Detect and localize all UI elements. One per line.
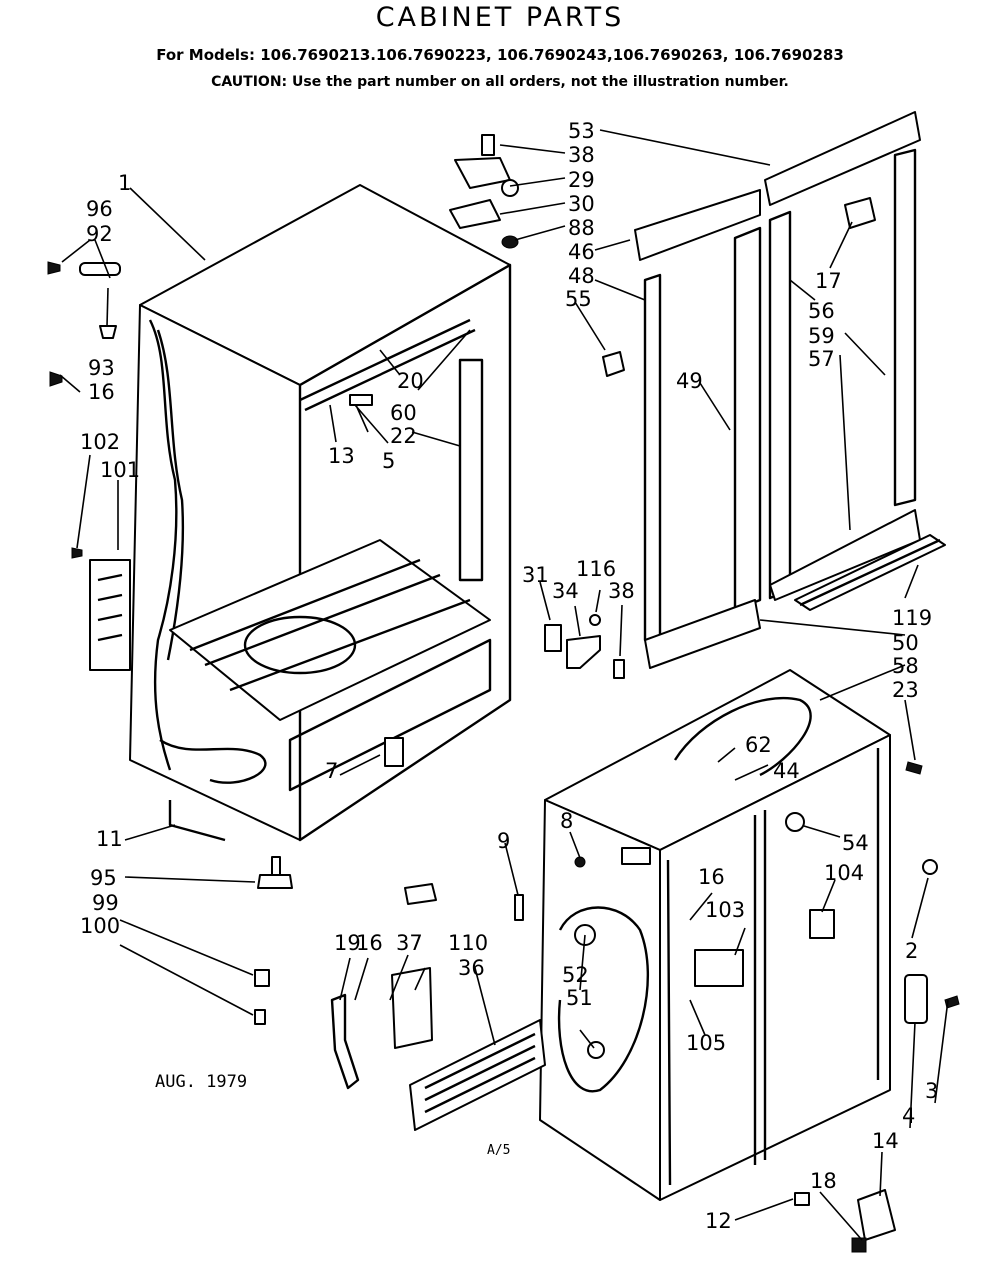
part-label: 16 [698,865,725,889]
part-label: 57 [808,347,835,371]
part-label: 62 [745,733,772,757]
page-identifier: A/5 [487,1143,511,1158]
part-label: 59 [808,324,835,348]
part-label: 9 [497,829,510,853]
part-label: 3 [925,1079,938,1103]
part-label: 92 [86,222,113,246]
part-label: 11 [96,827,123,851]
part-label: 31 [522,563,549,587]
part-labels: 1 96 92 93 16 102 101 11 95 99 100 19 16… [80,119,938,1233]
part-label: 52 [562,963,589,987]
part-label: 30 [568,192,595,216]
part-label: 102 [80,430,120,454]
part-label: 46 [568,240,595,264]
part-label: 55 [565,287,592,311]
part-label: 1 [118,171,131,195]
part-label: 44 [773,759,800,783]
part-label: 16 [356,931,383,955]
leader-lines [59,129,949,1241]
part-label: 13 [328,444,355,468]
part-label: 56 [808,299,835,323]
part-label: 23 [892,678,919,702]
part-label: 93 [88,356,115,380]
door-gasket-parts [602,111,946,669]
part-label: 34 [552,579,579,603]
part-label: 116 [576,557,616,581]
part-label: 16 [88,380,115,404]
part-label: 99 [92,891,119,915]
part-label: 95 [90,866,117,890]
part-label: 8 [560,809,573,833]
part-label: 103 [705,898,745,922]
part-label: 38 [608,579,635,603]
mid-hinge-parts [544,614,625,679]
part-label: 14 [872,1129,899,1153]
part-label: 50 [892,631,919,655]
caution-note: CAUTION: Use the part number on all orde… [211,74,789,90]
diagram-title: CABINET PARTS [375,2,625,33]
part-label: 60 [390,401,417,425]
bottom-small-parts [794,761,960,1253]
part-label: 18 [810,1169,837,1193]
part-label: 104 [824,861,864,885]
part-label: 54 [842,831,869,855]
part-label: 20 [397,369,424,393]
part-label: 4 [902,1104,915,1128]
cabinet-liner [539,669,938,1201]
left-small-parts [47,261,293,1025]
part-label: 7 [325,759,338,783]
part-label: 36 [458,956,485,980]
part-label: 38 [568,143,595,167]
top-hinge-parts [449,134,519,249]
lower-small-parts [330,856,586,1131]
part-label: 51 [566,986,593,1010]
part-label: 12 [705,1209,732,1233]
part-label: 101 [100,458,140,482]
part-label: 48 [568,264,595,288]
part-label: 105 [686,1031,726,1055]
part-label: 5 [382,449,395,473]
part-label: 110 [448,931,488,955]
part-label: 58 [892,654,919,678]
part-label: 19 [334,931,361,955]
part-label: 22 [390,424,417,448]
part-label: 96 [86,197,113,221]
model-numbers: For Models: 106.7690213.106.7690223, 106… [156,46,844,64]
part-label: 119 [892,606,932,630]
part-label: 100 [80,914,120,938]
part-label: 37 [396,931,423,955]
part-label: 88 [568,216,595,240]
part-label: 49 [676,369,703,393]
revision-date: AUG. 1979 [155,1072,248,1092]
part-label: 29 [568,168,595,192]
cabinet-outer-shell [89,184,512,842]
part-label: 17 [815,269,842,293]
part-label: 53 [568,119,595,143]
part-label: 2 [905,939,918,963]
